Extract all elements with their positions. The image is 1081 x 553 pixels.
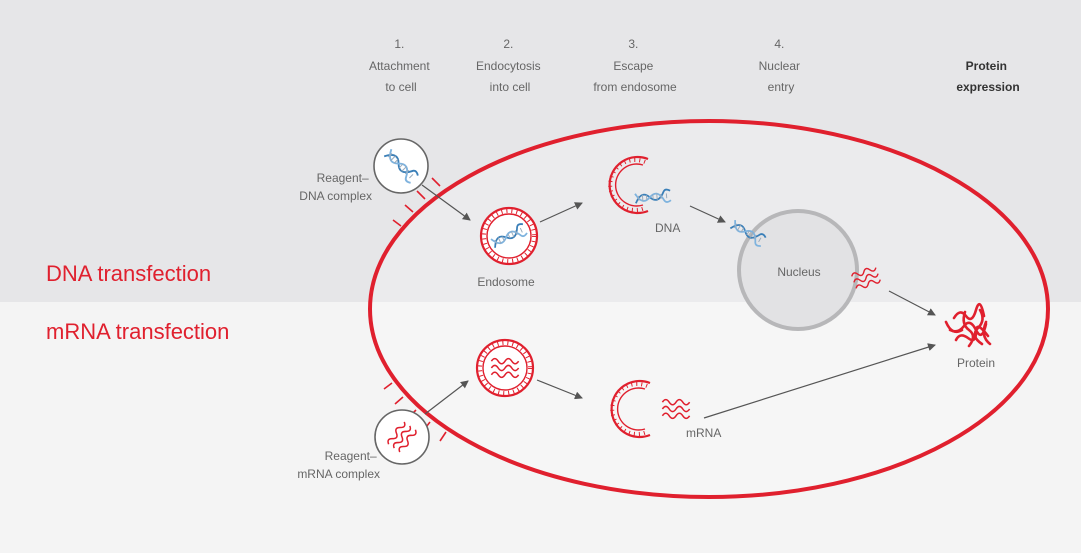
- mrna-band: [0, 302, 1081, 553]
- arrows: [421, 184, 936, 419]
- mrna-transfection-title: mRNA transfection: [46, 319, 229, 344]
- mrna-label: mRNA: [686, 426, 721, 440]
- nucleus: [737, 209, 859, 331]
- dna-endosome: [479, 206, 539, 266]
- endosome-label: Endosome: [477, 275, 535, 289]
- step-1-header: 1. Attachment to cell: [369, 37, 433, 94]
- mrna-endosome: [475, 338, 535, 398]
- step-2-header: 2. Endocytosis into cell: [476, 37, 544, 94]
- reagent-dna-label: Reagent– DNA complex: [299, 171, 372, 203]
- protein-cluster: [944, 302, 992, 348]
- dna-band: [0, 0, 1081, 302]
- cell-membrane: [368, 119, 1050, 499]
- reagent-dna-complex: [373, 138, 429, 194]
- mrna-escape-endosome: [610, 379, 691, 439]
- step-5-header: Protein expression: [956, 59, 1019, 94]
- reagent-mrna-label: Reagent– mRNA complex: [297, 449, 380, 481]
- protein-label: Protein: [957, 356, 995, 370]
- dna-escape-endosome: [608, 155, 672, 215]
- reagent-mrna-complex: [374, 409, 430, 465]
- dna-label: DNA: [655, 221, 680, 235]
- nucleus-label: Nucleus: [777, 265, 820, 279]
- step-4-header: 4. Nuclear entry: [759, 37, 804, 94]
- step-3-header: 3. Escape from endosome: [593, 37, 677, 94]
- dna-transfection-title: DNA transfection: [46, 261, 211, 286]
